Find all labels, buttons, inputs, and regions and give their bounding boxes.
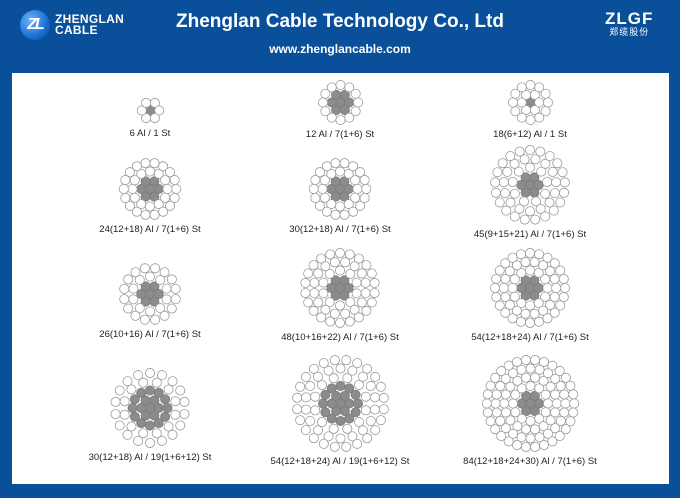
cable-diagram: 26(10+16) Al / 7(1+6) St <box>60 261 240 340</box>
cable-diagram: 24(12+18) Al / 7(1+6) St <box>60 156 240 235</box>
company-url: www.zhenglancable.com <box>269 42 411 56</box>
cable-diagram: 45(9+15+21) Al / 7(1+6) St <box>440 143 620 240</box>
strand-cross-section-icon <box>118 158 182 220</box>
cable-diagram: 48(10+16+22) Al / 7(1+6) St <box>250 246 430 343</box>
cable-label: 30(12+18) Al / 7(1+6) St <box>289 224 391 235</box>
cable-diagram: 54(12+18+24) Al / 7(1+6) St <box>440 246 620 343</box>
logo-text: ZHENGLAN CABLE <box>55 12 125 37</box>
cable-label: 45(9+15+21) Al / 7(1+6) St <box>473 229 587 240</box>
logo-mark-icon: ZL <box>20 10 50 40</box>
brand-mark: ZLGF 郑缆股份 <box>605 10 653 38</box>
strand-cross-section-icon <box>119 263 181 325</box>
strand-cross-section-icon <box>490 248 570 328</box>
cable-label: 18(6+12) Al / 1 St <box>493 128 567 140</box>
cable-diagram: 84(12+18+24+30) Al / 7(1+6) St <box>440 353 620 467</box>
strand-cross-section-icon <box>300 248 380 328</box>
cable-diagram: 6 Al / 1 St <box>60 95 240 139</box>
cable-diagram: 30(12+18) Al / 7(1+6) St <box>250 156 430 235</box>
cable-label: 84(12+18+24+30) Al / 7(1+6) St <box>463 455 597 467</box>
cable-label: 30(12+18) Al / 19(1+6+12) St <box>88 452 212 463</box>
cable-diagram: 30(12+18) Al / 19(1+6+12) St <box>60 366 240 463</box>
cable-diagram: 12 Al / 7(1+6) St <box>250 78 430 140</box>
cable-diagram-panel: 6 Al / 1 St 12 Al / 7(1+6) St 18(6+12) Al … <box>12 73 669 484</box>
cable-label: 6 Al / 1 St <box>129 127 171 139</box>
strand-cross-section-icon <box>481 354 579 452</box>
cable-diagram: 54(12+18+24) Al / 19(1+6+12) St <box>250 353 430 467</box>
logo-line1: ZHENGLAN <box>55 12 125 26</box>
strand-cross-section-icon <box>317 79 363 125</box>
cable-label: 24(12+18) Al / 7(1+6) St <box>99 224 201 235</box>
logo-line2: CABLE <box>55 23 98 37</box>
brand-en: ZLGF <box>605 9 654 28</box>
cable-label: 54(12+18+24) Al / 19(1+6+12) St <box>270 455 410 467</box>
cable-diagram: 18(6+12) Al / 1 St <box>440 78 620 140</box>
strand-cross-section-icon <box>490 145 570 225</box>
header-banner: ZL ZHENGLAN CABLE Zhenglan Cable Technol… <box>0 0 680 72</box>
cable-label: 12 Al / 7(1+6) St <box>305 128 375 140</box>
company-title: Zhenglan Cable Technology Co., Ltd <box>176 11 504 32</box>
strand-cross-section-icon <box>507 79 553 125</box>
cable-label: 54(12+18+24) Al / 7(1+6) St <box>471 332 589 343</box>
brand-cn: 郑缆股份 <box>609 27 650 37</box>
strand-cross-section-icon <box>110 368 190 448</box>
company-logo: ZL ZHENGLAN CABLE <box>20 10 124 40</box>
strand-cross-section-icon <box>291 354 389 452</box>
strand-cross-section-icon <box>308 158 372 220</box>
strand-cross-section-icon <box>136 97 164 123</box>
cable-label: 26(10+16) Al / 7(1+6) St <box>99 329 201 340</box>
cable-label: 48(10+16+22) Al / 7(1+6) St <box>281 332 399 343</box>
